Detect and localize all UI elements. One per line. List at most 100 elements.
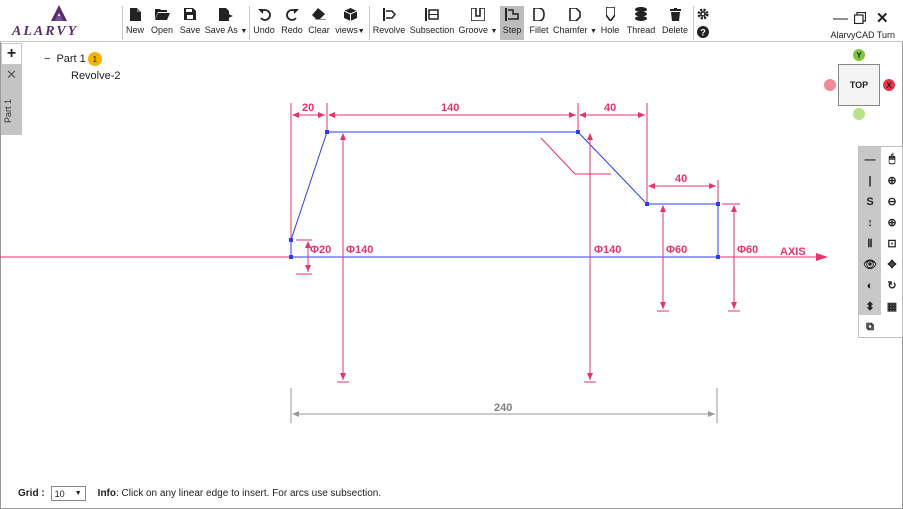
zoom-out-tool[interactable]: ⊖: [881, 191, 903, 212]
groove-button[interactable]: Groove ▼: [459, 6, 497, 40]
trash-icon: [669, 6, 681, 22]
minimize-button[interactable]: —: [833, 10, 848, 27]
dim-label: 140: [441, 102, 459, 114]
tab-part-1[interactable]: ✕ Part 1: [1, 65, 22, 135]
vertical-arrow-tool[interactable]: ↕: [859, 212, 881, 233]
chamfer-button[interactable]: Chamfer ▼: [553, 6, 597, 40]
view-cube[interactable]: TOP: [838, 64, 880, 106]
tree-feature-node[interactable]: Revolve-2: [71, 70, 121, 82]
axis-label: AXIS: [780, 246, 806, 258]
sort-toggle[interactable]: ⬍: [859, 296, 881, 317]
snap-tool[interactable]: S: [866, 195, 874, 208]
zoom-window-tool[interactable]: ⊡: [881, 233, 903, 254]
neg-x-axis-handle[interactable]: [824, 79, 836, 91]
subsection-button[interactable]: Subsection: [410, 6, 454, 40]
cube-icon: [343, 6, 357, 22]
vertical-line-tool[interactable]: |: [859, 170, 881, 191]
separator: [249, 6, 250, 40]
views-button[interactable]: views▼: [334, 6, 366, 40]
move-icon: ✥: [887, 259, 897, 271]
zoom-fit-icon: ⊕: [887, 217, 897, 229]
dim-label: Φ20: [310, 244, 331, 256]
svg-text:?: ?: [700, 28, 706, 38]
save-button[interactable]: Save: [178, 6, 202, 40]
step-button[interactable]: Step: [500, 6, 524, 40]
help-button[interactable]: ?: [696, 24, 710, 40]
new-button[interactable]: New: [124, 6, 146, 40]
save-as-icon: [219, 6, 233, 22]
horizontal-line-tool[interactable]: —: [859, 149, 881, 170]
info-message: Info: Click on any linear edge to insert…: [97, 488, 382, 499]
mouse-mode-tool[interactable]: 🖱: [881, 149, 903, 170]
rotate-tool[interactable]: ↻: [881, 275, 903, 296]
plus-icon: +: [6, 45, 17, 62]
x-axis-handle[interactable]: X: [883, 79, 895, 91]
y-axis-handle[interactable]: Y: [853, 49, 865, 61]
dim-label: Φ140: [594, 244, 621, 256]
brand-logo: ALARVY: [10, 4, 118, 39]
part-count-badge: 1: [87, 52, 102, 66]
diameter-dimensions: [296, 133, 740, 383]
arrows-vertical-icon: ↕: [867, 216, 873, 229]
mouse-icon: 🖱: [888, 153, 896, 165]
open-button[interactable]: Open: [150, 6, 174, 40]
caret-down-icon: ▼: [357, 28, 365, 35]
close-button[interactable]: ✕: [876, 9, 889, 27]
add-part-button[interactable]: +: [1, 43, 22, 65]
section-tool[interactable]: Ⅱ: [859, 233, 881, 254]
app-title: AlarvyCAD Turn: [830, 30, 895, 40]
separator: [122, 6, 123, 40]
fillet-icon: [533, 6, 545, 22]
profile-vertices[interactable]: [289, 130, 720, 259]
dim-label: 40: [604, 102, 616, 114]
zoom-window-icon: ⊡: [887, 238, 897, 250]
vertical-line-icon: |: [868, 174, 872, 187]
rotate-icon: ↻: [887, 280, 897, 292]
undo-button[interactable]: Undo: [252, 6, 276, 40]
toolbar: ALARVY New Open Save Save As ▼ Undo Redo…: [0, 0, 903, 42]
separator: [693, 6, 694, 40]
pan-tool[interactable]: ✥: [881, 254, 903, 275]
eraser-icon: [312, 6, 326, 22]
zoom-out-icon: ⊖: [887, 196, 897, 208]
floppy-save-icon: [184, 6, 196, 22]
redo-button[interactable]: Redo: [280, 6, 304, 40]
layers-tool[interactable]: ⧉: [859, 317, 881, 338]
drill-hole-icon: [605, 6, 615, 22]
close-tab-icon[interactable]: ✕: [6, 67, 17, 82]
restore-icon: [853, 11, 867, 25]
caret-down-icon: ▼: [590, 28, 597, 35]
tree-part-node[interactable]: − Part 1 1: [44, 52, 121, 66]
grid-size-select[interactable]: 10 ▼: [50, 486, 86, 501]
grid-tool[interactable]: ▦: [881, 296, 903, 317]
half-circle-icon: ◐: [866, 279, 874, 292]
delete-button[interactable]: Delete: [660, 6, 690, 40]
dim-label: 20: [302, 102, 314, 114]
hole-button[interactable]: Hole: [599, 6, 621, 40]
collapse-icon[interactable]: −: [44, 53, 51, 65]
clear-button[interactable]: Clear: [307, 6, 331, 40]
visibility-toggle[interactable]: 👁: [859, 254, 881, 275]
neg-y-axis-handle[interactable]: [853, 108, 865, 120]
tab-label: Part 1: [3, 98, 13, 123]
fillet-button[interactable]: Fillet: [527, 6, 551, 40]
maximize-button[interactable]: [853, 11, 867, 28]
zoom-fit-tool[interactable]: ⊕: [881, 212, 903, 233]
dim-label: Φ60: [737, 244, 758, 256]
tool-column: [859, 147, 881, 315]
dim-label: 40: [675, 173, 687, 185]
revolve-icon: [382, 6, 396, 22]
revolve-button[interactable]: Revolve: [372, 6, 406, 40]
settings-button[interactable]: [696, 6, 710, 40]
contrast-toggle[interactable]: ◐: [859, 275, 881, 296]
eye-icon: 👁: [863, 259, 877, 271]
i-beam-icon: Ⅱ: [867, 238, 873, 250]
zoom-in-tool[interactable]: ⊕: [881, 170, 903, 191]
thread-button[interactable]: Thread: [626, 6, 656, 40]
save-as-button[interactable]: Save As ▼: [205, 6, 247, 40]
part-profile[interactable]: [290, 131, 719, 258]
top-dimensions: [290, 103, 719, 238]
undo-icon: [257, 6, 271, 22]
feature-tree: − Part 1 1 Revolve-2: [44, 52, 121, 82]
